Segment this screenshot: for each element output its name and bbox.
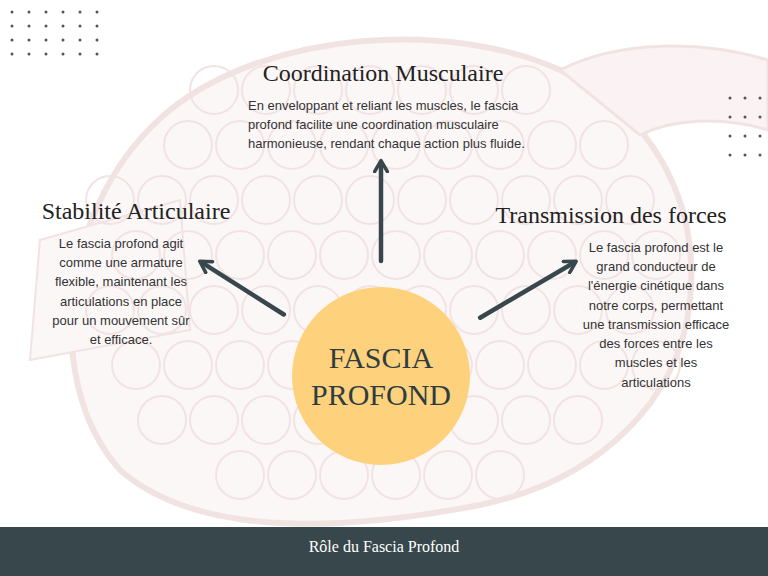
dot <box>11 53 14 56</box>
dot <box>759 135 762 138</box>
fascicle <box>216 451 264 499</box>
dot <box>729 135 732 138</box>
fascicle <box>580 121 628 169</box>
dot <box>62 25 65 28</box>
section-body: En enveloppant et reliant les muscles, l… <box>248 96 530 154</box>
dot <box>62 39 65 42</box>
dot <box>729 97 732 100</box>
fascicle <box>528 231 576 279</box>
info-block: Transmission des forcesLe fascia profond… <box>582 238 730 392</box>
dot <box>45 25 48 28</box>
section-heading: Coordination Musculaire <box>263 59 504 88</box>
dot <box>45 39 48 42</box>
fascicle <box>242 286 290 334</box>
fascicle <box>398 176 446 224</box>
fascicle <box>424 231 472 279</box>
dot <box>744 154 747 157</box>
fascicle <box>476 341 524 389</box>
arrow-connector <box>480 263 573 318</box>
fascicle <box>164 121 212 169</box>
dot <box>79 53 82 56</box>
dot <box>744 135 747 138</box>
fascicle <box>346 176 394 224</box>
section-body: Le fascia profond agit comme une armatur… <box>48 234 194 349</box>
dot <box>744 116 747 119</box>
dot <box>62 53 65 56</box>
dot <box>79 25 82 28</box>
dot <box>79 11 82 14</box>
dot <box>28 53 31 56</box>
dot <box>11 25 14 28</box>
dot-grid <box>11 11 99 56</box>
dot-grid <box>729 97 762 157</box>
dot <box>759 116 762 119</box>
fascicle <box>190 66 238 114</box>
fascicle <box>502 286 550 334</box>
dot <box>79 39 82 42</box>
info-block: Stabilité ArticulaireLe fascia profond a… <box>48 234 194 349</box>
fascicle <box>190 286 238 334</box>
dot <box>28 25 31 28</box>
muscle-cross-section <box>30 39 768 523</box>
dot <box>744 97 747 100</box>
dot <box>45 11 48 14</box>
dot <box>96 39 99 42</box>
fascicle <box>372 231 420 279</box>
fascicle <box>528 341 576 389</box>
fascicle <box>138 396 186 444</box>
fascicle <box>216 341 264 389</box>
fascicle <box>190 396 238 444</box>
fascicle <box>554 396 602 444</box>
caption: Rôle du Fascia Profond <box>0 527 768 576</box>
dot <box>62 11 65 14</box>
fascicle <box>528 121 576 169</box>
fascicle <box>112 341 160 389</box>
section-body: Le fascia profond est le grand conducteu… <box>582 238 730 392</box>
dot <box>759 154 762 157</box>
arrow-connector <box>379 164 384 261</box>
fascicle <box>294 176 342 224</box>
fascicle <box>320 231 368 279</box>
dot <box>28 39 31 42</box>
fascicle <box>424 451 472 499</box>
fascicle <box>242 176 290 224</box>
fascicle <box>450 286 498 334</box>
dot <box>11 11 14 14</box>
dot <box>759 97 762 100</box>
footer-bar <box>0 527 768 576</box>
dot <box>96 25 99 28</box>
fascicle <box>268 451 316 499</box>
section-heading: Stabilité Articulaire <box>42 197 231 226</box>
fascicle <box>242 396 290 444</box>
dot <box>28 11 31 14</box>
dot <box>11 39 14 42</box>
dot <box>729 154 732 157</box>
fascicle <box>216 231 264 279</box>
section-heading: Transmission des forces <box>495 201 726 230</box>
arrow-connector <box>202 263 283 315</box>
central-circle: FASCIA PROFOND <box>292 287 470 465</box>
info-block: Coordination MusculaireEn enveloppant et… <box>248 96 530 154</box>
fascicle <box>268 231 316 279</box>
fascicle <box>164 341 212 389</box>
dot <box>45 53 48 56</box>
center-title: FASCIA PROFOND <box>306 339 456 414</box>
fascicle <box>476 451 524 499</box>
fascicle <box>450 176 498 224</box>
fascicle <box>502 396 550 444</box>
dot <box>96 53 99 56</box>
dot <box>729 116 732 119</box>
fascicle <box>476 231 524 279</box>
dot <box>96 11 99 14</box>
